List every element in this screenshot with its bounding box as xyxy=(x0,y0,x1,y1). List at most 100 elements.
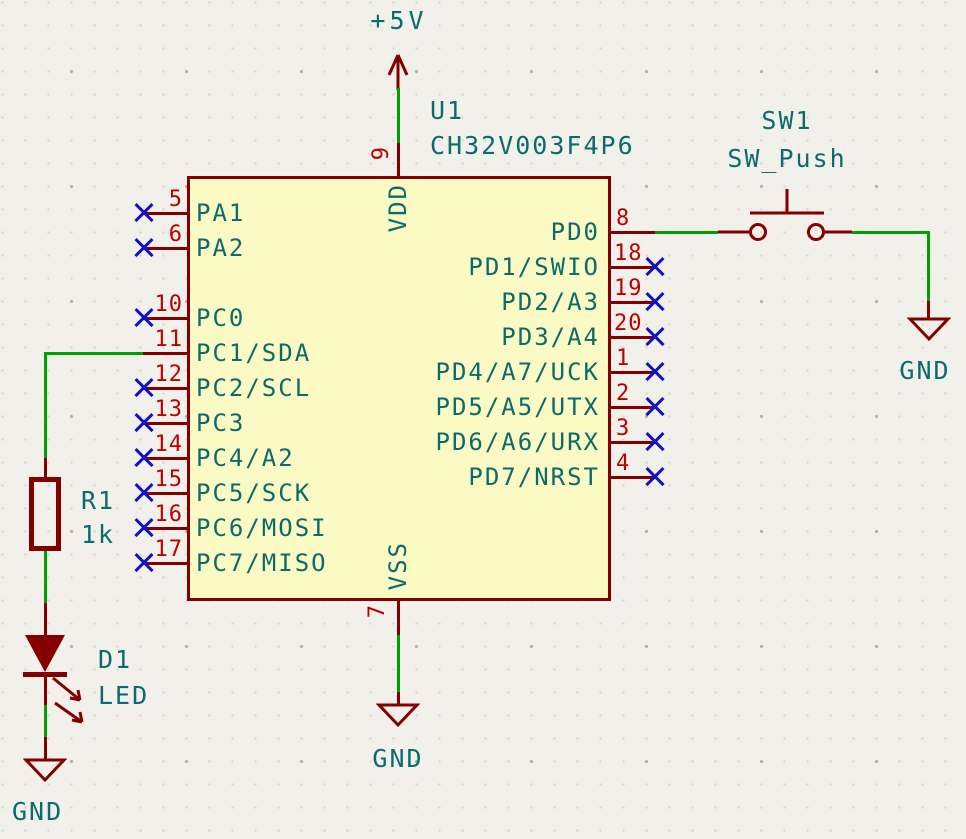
pin-line[interactable] xyxy=(143,387,187,390)
gnd-symbol-sw[interactable] xyxy=(907,317,951,343)
no-connect-flag[interactable] xyxy=(133,202,155,224)
pin-number: 10 xyxy=(154,292,183,317)
wire-pc1-v[interactable] xyxy=(44,352,47,458)
pin-name: PD4/A7/UCK xyxy=(435,358,600,386)
wire-sw-gnd-h[interactable] xyxy=(852,231,930,234)
pin-line[interactable] xyxy=(611,231,655,234)
pin-number: 14 xyxy=(154,432,183,457)
no-connect-flag[interactable] xyxy=(133,237,155,259)
pin-number: 11 xyxy=(154,327,183,352)
pin-line[interactable] xyxy=(611,406,655,409)
pin-name: PC4/A2 xyxy=(196,444,295,472)
pin-name: PC7/MISO xyxy=(196,549,328,577)
no-connect-flag[interactable] xyxy=(644,256,666,278)
pin-number: 6 xyxy=(168,222,183,247)
pin-name: PD3/A4 xyxy=(501,323,600,351)
wire-led-gnd[interactable] xyxy=(44,705,47,737)
no-connect-flag[interactable] xyxy=(644,431,666,453)
pin-number: 12 xyxy=(154,362,183,387)
pin-lead-vss[interactable] xyxy=(397,601,400,635)
pin-line[interactable] xyxy=(143,317,187,320)
led-value[interactable]: LED xyxy=(98,681,150,710)
pin-line[interactable] xyxy=(611,371,655,374)
no-connect-flag[interactable] xyxy=(644,326,666,348)
mcu-symbol-body[interactable] xyxy=(187,176,611,601)
resistor-value[interactable]: 1k xyxy=(81,520,116,549)
resistor-lead-top[interactable] xyxy=(44,458,47,477)
led-lead-bottom[interactable] xyxy=(44,672,47,705)
power-symbol-5v-arrow[interactable] xyxy=(378,50,418,92)
pin-line[interactable] xyxy=(611,336,655,339)
no-connect-flag[interactable] xyxy=(133,517,155,539)
wire-vss-gnd[interactable] xyxy=(397,635,400,692)
pin-name: PC2/SCL xyxy=(196,374,312,402)
led-lead-top[interactable] xyxy=(44,603,47,636)
gnd-symbol-mcu[interactable] xyxy=(376,703,420,729)
pin-name: PC3 xyxy=(196,409,246,437)
gnd-label-sw[interactable]: GND xyxy=(899,356,951,385)
pin-line[interactable] xyxy=(143,562,187,565)
pin-name-vdd: VDD xyxy=(384,183,412,233)
pin-line[interactable] xyxy=(143,527,187,530)
wire-sw-gnd-v[interactable] xyxy=(927,231,930,301)
gnd-lead-mcu[interactable] xyxy=(397,692,400,706)
pin-number: 3 xyxy=(616,416,631,441)
resistor-reference[interactable]: R1 xyxy=(81,486,116,515)
pin-line[interactable] xyxy=(143,422,187,425)
wire-vdd[interactable] xyxy=(397,88,400,144)
no-connect-flag[interactable] xyxy=(133,447,155,469)
pin-number-vss: 7 xyxy=(365,604,390,619)
pin-name: PA1 xyxy=(196,199,246,227)
wire-pd0-sw[interactable] xyxy=(655,231,718,234)
power-label-5v[interactable]: +5V xyxy=(370,6,428,35)
switch-symbol[interactable] xyxy=(700,180,860,250)
pin-number: 18 xyxy=(614,241,643,266)
pin-lead-vdd[interactable] xyxy=(397,143,400,177)
pin-number: 17 xyxy=(154,537,183,562)
pin-number: 1 xyxy=(616,346,631,371)
pin-number: 5 xyxy=(168,187,183,212)
switch-reference[interactable]: SW1 xyxy=(761,106,813,135)
pin-name: PC0 xyxy=(196,304,246,332)
no-connect-flag[interactable] xyxy=(133,307,155,329)
resistor-symbol[interactable] xyxy=(29,477,61,551)
wire-r1-d1[interactable] xyxy=(44,551,47,603)
no-connect-flag[interactable] xyxy=(133,552,155,574)
pin-line[interactable] xyxy=(611,441,655,444)
no-connect-flag[interactable] xyxy=(644,361,666,383)
pin-name: PA2 xyxy=(196,234,246,262)
pin-line[interactable] xyxy=(143,247,187,250)
pin-line[interactable] xyxy=(143,352,187,355)
no-connect-flag[interactable] xyxy=(644,466,666,488)
no-connect-flag[interactable] xyxy=(133,412,155,434)
led-symbol[interactable] xyxy=(15,630,105,725)
pin-line[interactable] xyxy=(611,266,655,269)
gnd-label-mcu[interactable]: GND xyxy=(372,744,424,773)
no-connect-flag[interactable] xyxy=(644,396,666,418)
switch-value[interactable]: SW_Push xyxy=(727,144,847,173)
pin-line[interactable] xyxy=(143,492,187,495)
pin-number: 15 xyxy=(154,467,183,492)
gnd-symbol-led[interactable] xyxy=(23,758,67,784)
pin-name-vss: VSS xyxy=(384,541,412,591)
pin-line[interactable] xyxy=(143,212,187,215)
mcu-reference[interactable]: U1 xyxy=(430,96,465,125)
no-connect-flag[interactable] xyxy=(644,291,666,313)
pin-number: 4 xyxy=(616,451,631,476)
led-reference[interactable]: D1 xyxy=(98,645,133,674)
wire-pc1-h[interactable] xyxy=(45,352,143,355)
pin-line[interactable] xyxy=(611,301,655,304)
pin-line[interactable] xyxy=(143,457,187,460)
pin-number-vdd: 9 xyxy=(369,146,394,161)
gnd-lead-sw[interactable] xyxy=(927,301,930,319)
gnd-label-led[interactable]: GND xyxy=(12,797,64,826)
pin-line[interactable] xyxy=(611,476,655,479)
no-connect-flag[interactable] xyxy=(133,482,155,504)
pin-number: 16 xyxy=(154,502,183,527)
gnd-lead-led[interactable] xyxy=(44,737,47,760)
mcu-value[interactable]: CH32V003F4P6 xyxy=(430,131,635,160)
no-connect-flag[interactable] xyxy=(133,377,155,399)
pin-name: PD7/NRST xyxy=(468,463,600,491)
pin-name: PD1/SWIO xyxy=(468,253,600,281)
